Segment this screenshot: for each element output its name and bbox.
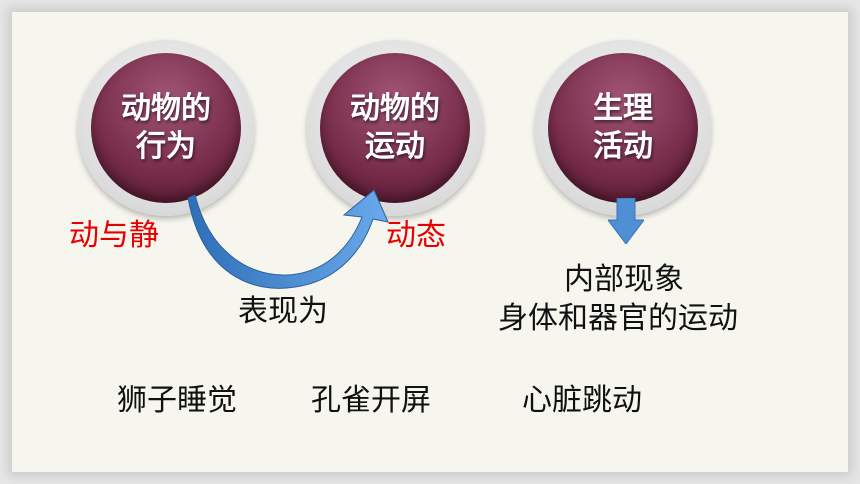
example-item: 狮子睡觉 — [117, 383, 237, 418]
circle-animal-behavior: 动物的 行为 — [78, 40, 254, 216]
label-internal: 内部现象 — [564, 262, 684, 297]
circle-physiological-activity: 生理 活动 — [535, 40, 711, 216]
circle-line2: 运动 — [365, 129, 425, 164]
circle-face: 动物的 行为 — [91, 53, 241, 203]
circle-line2: 活动 — [593, 129, 653, 164]
circle-face: 生理 活动 — [548, 53, 698, 203]
label-body-organ: 身体和器官的运动 — [498, 301, 738, 336]
circle-line1: 动物的 — [121, 91, 211, 126]
label-dynamic: 动态 — [386, 218, 446, 253]
example-item: 孔雀开屏 — [311, 383, 431, 418]
down-arrow-icon — [608, 198, 644, 244]
label-stillness: 动与静 — [69, 218, 159, 253]
curved-arrow-icon — [187, 189, 389, 289]
circle-line2: 行为 — [136, 129, 196, 164]
circle-line1: 生理 — [593, 91, 653, 126]
circle-face: 动物的 运动 — [320, 53, 470, 203]
circle-line1: 动物的 — [350, 91, 440, 126]
example-item: 心脏跳动 — [522, 383, 642, 418]
slide: 动物的 行为 动物的 运动 生理 活动 动与静 动态 表现为 内部现象 — [12, 12, 848, 472]
label-manifests-as: 表现为 — [238, 294, 328, 329]
circle-animal-movement: 动物的 运动 — [307, 40, 483, 216]
